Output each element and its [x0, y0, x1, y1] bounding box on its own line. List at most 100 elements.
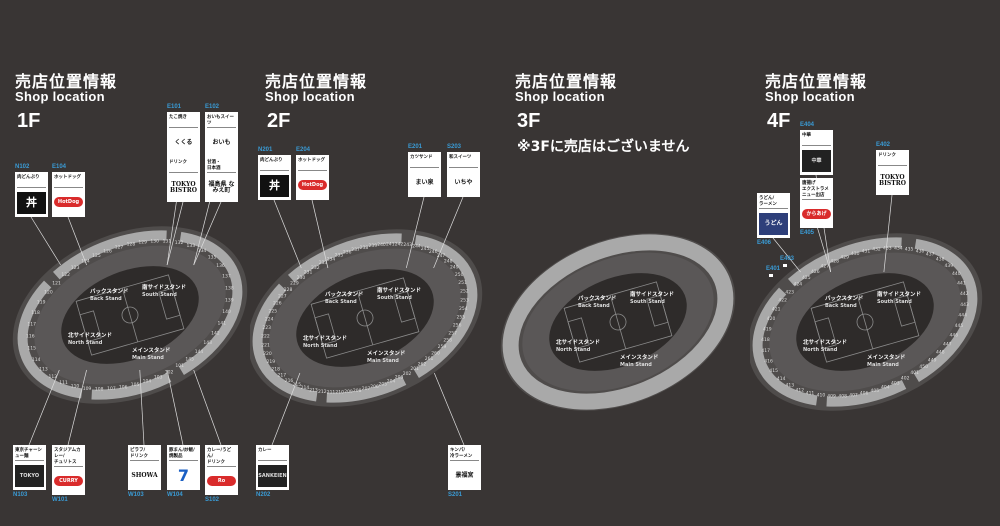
section-number: 126 — [103, 248, 112, 254]
leader-line — [311, 199, 329, 269]
page-title-jp: 売店位置情報 — [765, 72, 868, 91]
section-number: 107 — [107, 386, 116, 392]
shop-logo: 中華 — [802, 150, 831, 172]
section-number: 217 — [278, 373, 287, 379]
section-number: 115 — [27, 346, 36, 352]
shop-category: 中華 — [802, 133, 831, 146]
section-number: 446 — [950, 333, 959, 339]
section-number: 404 — [881, 385, 890, 391]
section-number: 242 — [395, 242, 404, 248]
section-number: 204 — [387, 378, 396, 384]
shop-logo: 丼 — [17, 192, 46, 214]
shop-code: E405 — [800, 230, 815, 236]
no-shops-note: ※3Fに売店はございません — [517, 139, 690, 155]
section-number: 406 — [860, 391, 869, 397]
soccer-pitch — [563, 281, 673, 363]
section-number: 105 — [131, 382, 140, 388]
shop-code: E402 — [876, 142, 891, 148]
section-number: 249 — [450, 265, 459, 271]
stand-label-north-jp: 北サイドスタンド — [68, 331, 112, 339]
section-number: 430 — [851, 251, 860, 257]
section-number: 420 — [767, 316, 776, 322]
section-number: 413 — [786, 382, 795, 388]
section-number: 212 — [318, 389, 327, 395]
section-number: 422 — [778, 297, 787, 303]
section-number: 248 — [444, 258, 453, 264]
shop-code: N201 — [258, 147, 273, 153]
section-number: 256 — [453, 323, 462, 329]
stand-label-main-en: Main Stand — [132, 355, 164, 361]
leader-line — [67, 369, 87, 446]
shop-code: E403 — [780, 256, 795, 262]
shop-logo: いちや — [454, 179, 473, 186]
stadium-map: 4014024034044054064074084094104114124134… — [750, 174, 983, 411]
shop-marker — [783, 264, 787, 267]
leader-line — [28, 369, 60, 446]
shop-code: S201 — [448, 492, 463, 498]
section-number: 139 — [225, 297, 234, 303]
section-number: 247 — [437, 253, 446, 259]
shop-code: E101 — [167, 104, 182, 110]
section-number: 116 — [26, 334, 35, 340]
section-number: 109 — [83, 386, 92, 392]
leader-line — [30, 216, 61, 266]
section-number: 239 — [369, 243, 378, 249]
leader-line — [193, 369, 222, 446]
leader-line — [815, 222, 832, 273]
section-number: 411 — [806, 391, 815, 397]
stand-label-south-en: South Stand — [377, 295, 412, 301]
section-number: 127 — [115, 244, 124, 250]
stand-label-main-en: Main Stand — [867, 362, 899, 368]
section-number: 240 — [377, 242, 386, 248]
section-number: 402 — [901, 376, 910, 382]
shop-category: ホットドッグ — [298, 158, 327, 171]
page-title-en: Shop location — [15, 89, 105, 104]
shop-category: 肉どんぶり — [260, 158, 289, 171]
soccer-pitch — [810, 281, 920, 363]
section-number: 228 — [284, 287, 293, 293]
section-number: 104 — [143, 379, 152, 385]
shop-logo: 福島県 なみえ町 — [208, 181, 235, 194]
section-number: 255 — [457, 315, 466, 321]
section-number: 213 — [309, 387, 318, 393]
shop-code: E204 — [296, 147, 311, 153]
section-number: 224 — [265, 317, 274, 323]
shop-category: キンパ/ 冷ラーメン — [450, 448, 479, 461]
section-number: 439 — [945, 263, 954, 269]
shop-category: カレー — [258, 448, 287, 461]
stand-label-back-jp: バックスタンド — [325, 290, 363, 298]
shop-card[interactable]: 甘酒・ 日本酒福島県 なみえ町 — [205, 157, 238, 202]
section-number: 140 — [222, 309, 231, 315]
section-number: 229 — [290, 281, 299, 287]
page-title-en: Shop location — [515, 89, 605, 104]
shop-code: W103 — [128, 492, 144, 498]
leader-line — [166, 369, 184, 446]
shop-category: 肉どんぶり — [17, 175, 46, 188]
shop-logo: HotDog — [54, 197, 83, 207]
section-number: 106 — [119, 385, 128, 391]
shop-category: たこ焼き — [169, 115, 198, 128]
shop-category: 唐揚げ エクストラメニュー出店 — [802, 181, 831, 200]
stand-label-main-jp: メインスタンド — [620, 353, 658, 361]
